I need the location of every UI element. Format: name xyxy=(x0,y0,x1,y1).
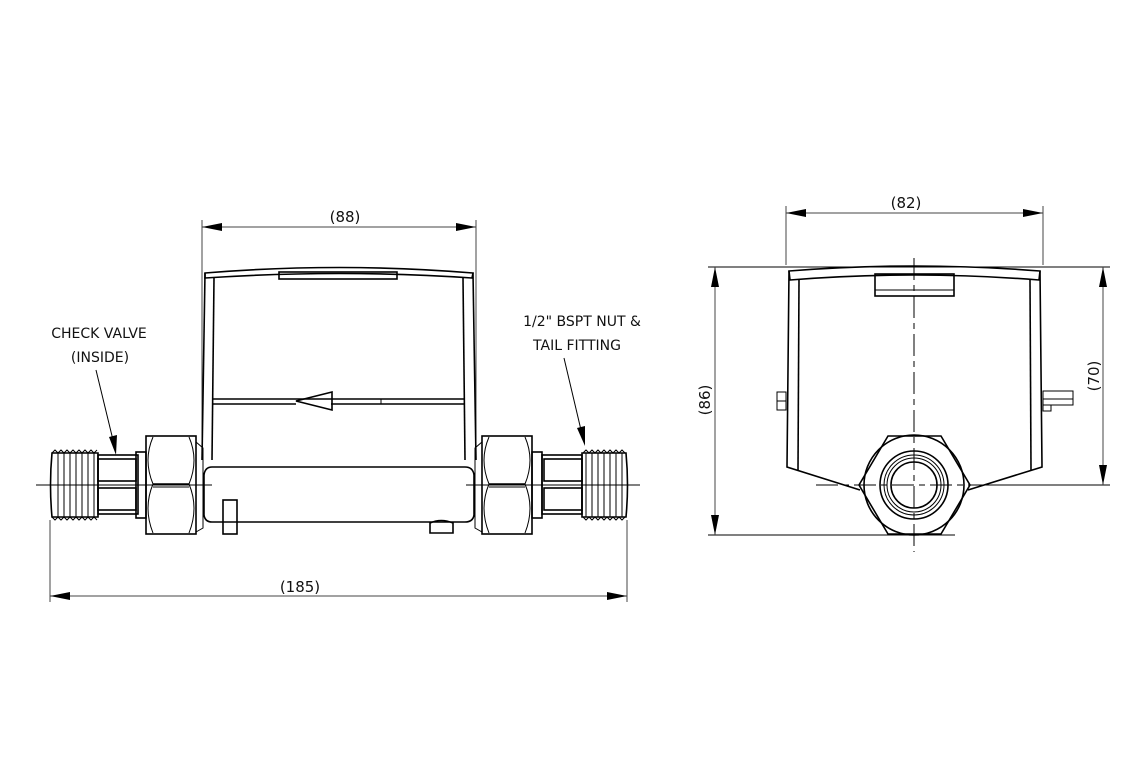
dimension-width: (82) xyxy=(785,194,1044,265)
dimension-label-88: (88) xyxy=(330,208,361,226)
dimension-label-82: (82) xyxy=(891,194,922,212)
check-valve-label: CHECK VALVE xyxy=(51,326,147,342)
flow-direction-arrow-icon xyxy=(295,390,333,412)
dimension-centerline-height: (70) xyxy=(1085,267,1107,485)
front-view: (88) xyxy=(36,208,641,602)
dimension-label-70: (70) xyxy=(1085,361,1103,392)
fitting-sublabel: TAIL FITTING xyxy=(532,338,621,354)
end-housing xyxy=(776,265,1074,491)
fitting-label: 1/2" BSPT NUT & xyxy=(523,314,641,330)
check-valve-callout: CHECK VALVE (INSIDE) xyxy=(51,326,147,455)
dimension-body-width: (88) xyxy=(201,208,477,450)
dimension-label-86: (86) xyxy=(696,385,714,416)
fitting-callout: 1/2" BSPT NUT & TAIL FITTING xyxy=(523,314,641,446)
dimension-label-185: (185) xyxy=(280,578,320,596)
check-valve-sublabel: (INSIDE) xyxy=(71,350,129,366)
meter-housing xyxy=(201,266,477,461)
dimension-overall-length: (185) xyxy=(49,520,628,602)
meter-body xyxy=(203,466,475,535)
end-view: (82) xyxy=(696,194,1110,552)
dimension-overall-height: (86) xyxy=(696,267,719,535)
